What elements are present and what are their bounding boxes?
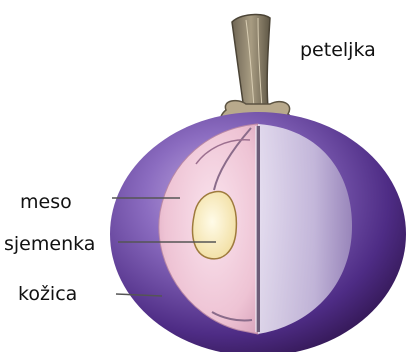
label-seed: sjemenka: [4, 233, 95, 255]
label-flesh: meso: [20, 191, 72, 213]
label-skin: kožica: [18, 283, 77, 305]
seed: [193, 192, 237, 259]
stem: [232, 15, 270, 110]
label-stem: peteljka: [300, 39, 376, 61]
